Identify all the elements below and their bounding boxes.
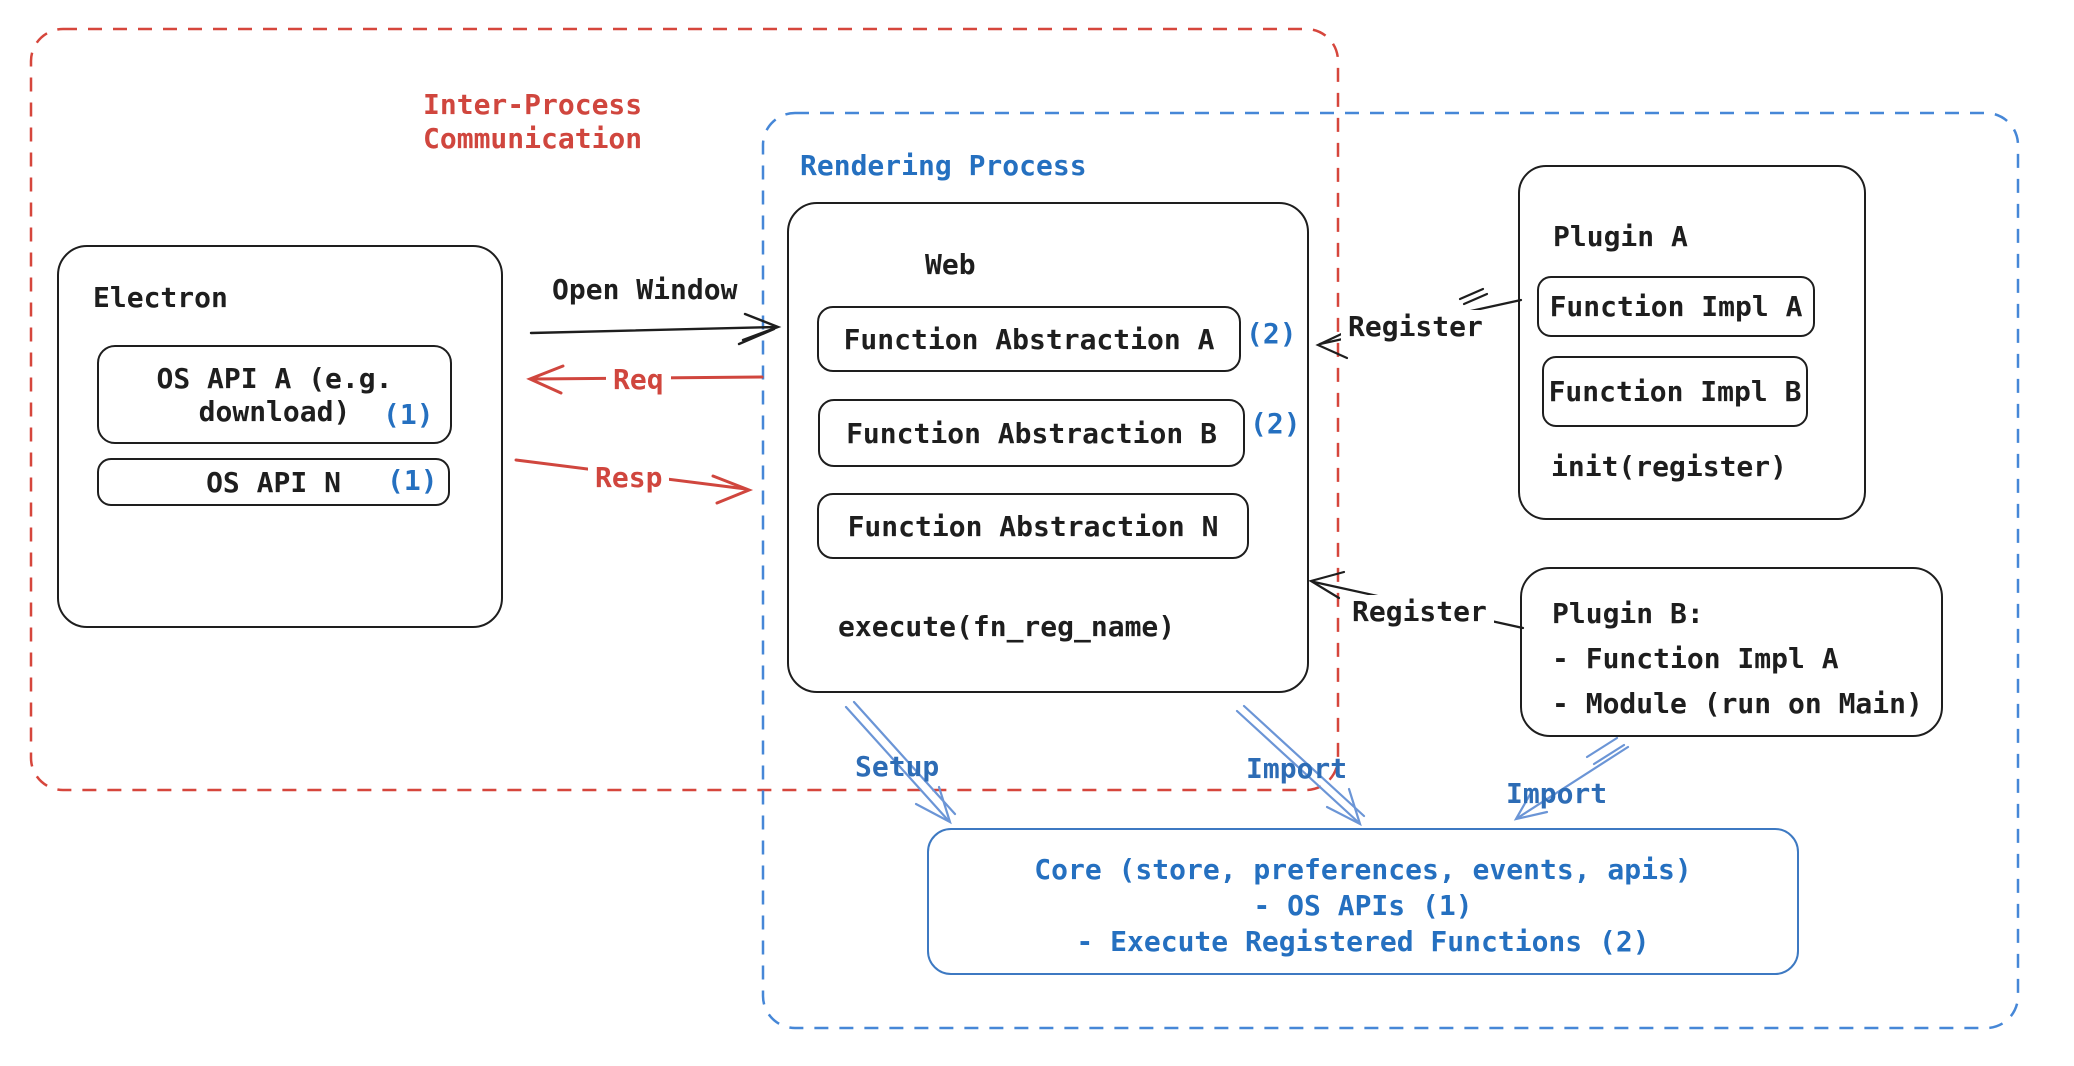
plugin-a-init-text: init(register) <box>1551 450 1788 483</box>
function-abstraction-b-label: Function Abstraction B <box>846 416 1217 450</box>
setup-label: Setup <box>855 750 940 783</box>
function-abstraction-b-box: Function Abstraction B <box>818 399 1245 467</box>
web-title: Web <box>925 248 976 281</box>
open-window-arrow <box>529 312 782 346</box>
os-api-a-box: OS API A (e.g.download) <box>97 345 452 444</box>
os-api-n-badge: (1) <box>387 464 438 497</box>
function-impl-a-box: Function Impl A <box>1537 276 1815 337</box>
function-abstraction-a-badge: (2) <box>1246 317 1297 350</box>
function-abstraction-n-box: Function Abstraction N <box>817 493 1249 559</box>
core-title-line: Core (store, preferences, events, apis) <box>1034 853 1692 886</box>
rendering-dashed-box <box>761 111 2020 1030</box>
register-plugin-a-label: Register <box>1341 310 1490 344</box>
plugin-b-title: Plugin B: <box>1552 597 1704 630</box>
register-plugin-b-label: Register <box>1345 595 1494 629</box>
os-api-a-line1: OS API A (e.g. <box>156 361 393 395</box>
web-execute-text: execute(fn_reg_name) <box>838 610 1176 643</box>
setup-arrow <box>844 700 957 825</box>
electron-box <box>57 245 503 628</box>
web-box <box>787 202 1309 693</box>
rendering-region-title: Rendering Process <box>800 149 1087 182</box>
resp-label: Resp <box>588 461 670 495</box>
core-execute-line: - Execute Registered Functions (2) <box>1076 925 1650 958</box>
function-abstraction-n-label: Function Abstraction N <box>847 509 1219 543</box>
function-impl-b-box: Function Impl B <box>1542 356 1808 427</box>
import-plugin-b-arrow <box>1513 736 1630 821</box>
os-api-n-box: OS API N <box>97 458 450 506</box>
ipc-title-line2: Communication <box>423 122 643 155</box>
core-box: Core (store, preferences, events, apis) … <box>927 828 1799 975</box>
ipc-title-line1: Inter-Process <box>423 88 643 121</box>
open-window-label: Open Window <box>552 273 738 306</box>
plugin-b-item-function-impl-a: - Function Impl A <box>1552 642 1839 675</box>
os-api-a-badge: (1) <box>383 398 434 431</box>
import-plugin-b-label: Import <box>1506 777 1608 810</box>
os-api-n-label: OS API N <box>206 465 341 499</box>
function-abstraction-a-box: Function Abstraction A <box>817 306 1241 372</box>
function-impl-b-label: Function Impl B <box>1548 375 1802 408</box>
function-abstraction-a-label: Function Abstraction A <box>843 322 1215 356</box>
import-web-label: Import <box>1246 752 1348 785</box>
os-api-a-line2: download) <box>198 394 351 428</box>
ipc-dashed-box <box>29 27 1340 792</box>
electron-title: Electron <box>93 281 228 314</box>
import-web-arrow <box>1235 704 1366 827</box>
plugin-a-title: Plugin A <box>1553 220 1688 253</box>
core-os-apis-line: - OS APIs (1) <box>1253 889 1473 922</box>
function-abstraction-b-badge: (2) <box>1250 407 1301 440</box>
plugin-b-item-module: - Module (run on Main) <box>1552 687 1923 720</box>
function-impl-a-label: Function Impl A <box>1549 290 1803 323</box>
req-label: Req <box>606 363 671 397</box>
os-api-a-label: OS API A (e.g.download) <box>156 362 392 428</box>
plugin-b-box: Plugin B: - Function Impl A - Module (ru… <box>1520 567 1943 737</box>
plugin-a-box <box>1518 165 1866 520</box>
